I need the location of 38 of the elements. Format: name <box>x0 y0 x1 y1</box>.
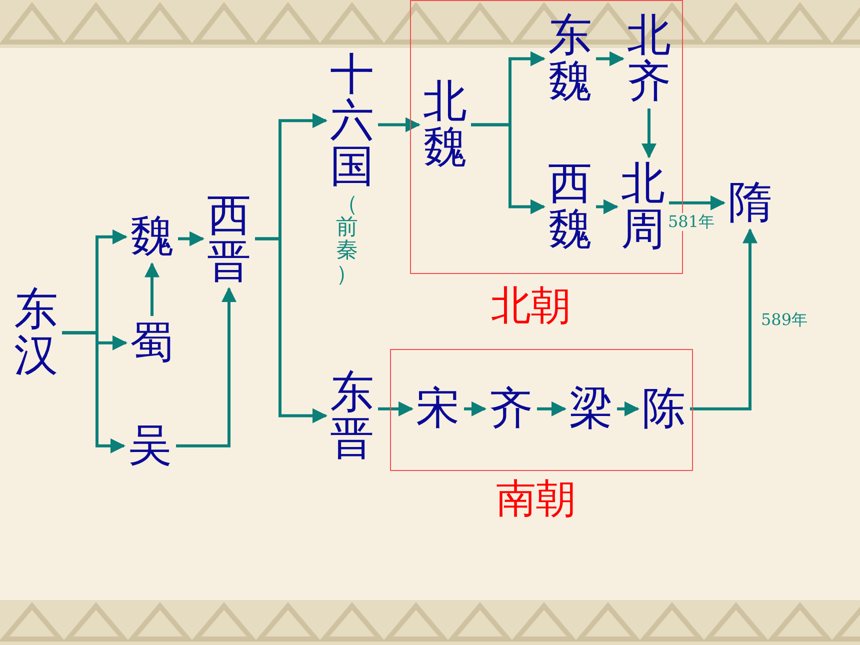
edge-label: 581年 <box>667 212 716 231</box>
dynasty-label: 北齐 <box>627 13 671 104</box>
arrow <box>144 262 160 316</box>
dynasty-label: 隋 <box>728 180 772 226</box>
arrow <box>178 231 204 246</box>
dynasty-label: 北周 <box>621 161 665 252</box>
arrow <box>617 401 640 416</box>
dynasty-label: 宋 <box>416 386 460 432</box>
dynasty-label: 东魏 <box>548 13 592 104</box>
arrow <box>471 123 546 214</box>
dynasty-label: 西晋 <box>207 193 251 284</box>
arrow <box>596 199 618 214</box>
arrow <box>690 228 758 410</box>
arrow <box>378 401 414 416</box>
arrow <box>669 195 726 210</box>
dynasty-label: 齐 <box>489 386 533 432</box>
dynasty-label: 东晋 <box>330 370 374 462</box>
dynasty-label: 东汉 <box>14 287 58 378</box>
group-heading: 南朝 <box>496 479 576 519</box>
dynasty-label: 西魏 <box>548 161 592 252</box>
dynasty-label: 北魏 <box>423 79 467 170</box>
arrow <box>176 287 236 448</box>
group-heading: 北朝 <box>491 286 571 326</box>
dynasty-label: 蜀 <box>130 320 174 366</box>
arrow <box>255 237 328 424</box>
arrow <box>62 331 126 454</box>
dynasty-label: 梁 <box>569 386 613 432</box>
dynasty-label: 魏 <box>130 214 174 260</box>
arrow <box>596 51 624 66</box>
dynasty-label: 陈 <box>642 386 686 432</box>
arrow <box>464 401 486 416</box>
arrow <box>642 108 656 158</box>
note-label: （前秦） <box>336 193 358 286</box>
arrow <box>537 401 566 416</box>
arrow <box>378 117 420 132</box>
dynasty-label: 吴 <box>128 423 172 469</box>
edge-label: 589年 <box>760 311 809 330</box>
dynasty-label: 十六国 <box>330 52 374 190</box>
